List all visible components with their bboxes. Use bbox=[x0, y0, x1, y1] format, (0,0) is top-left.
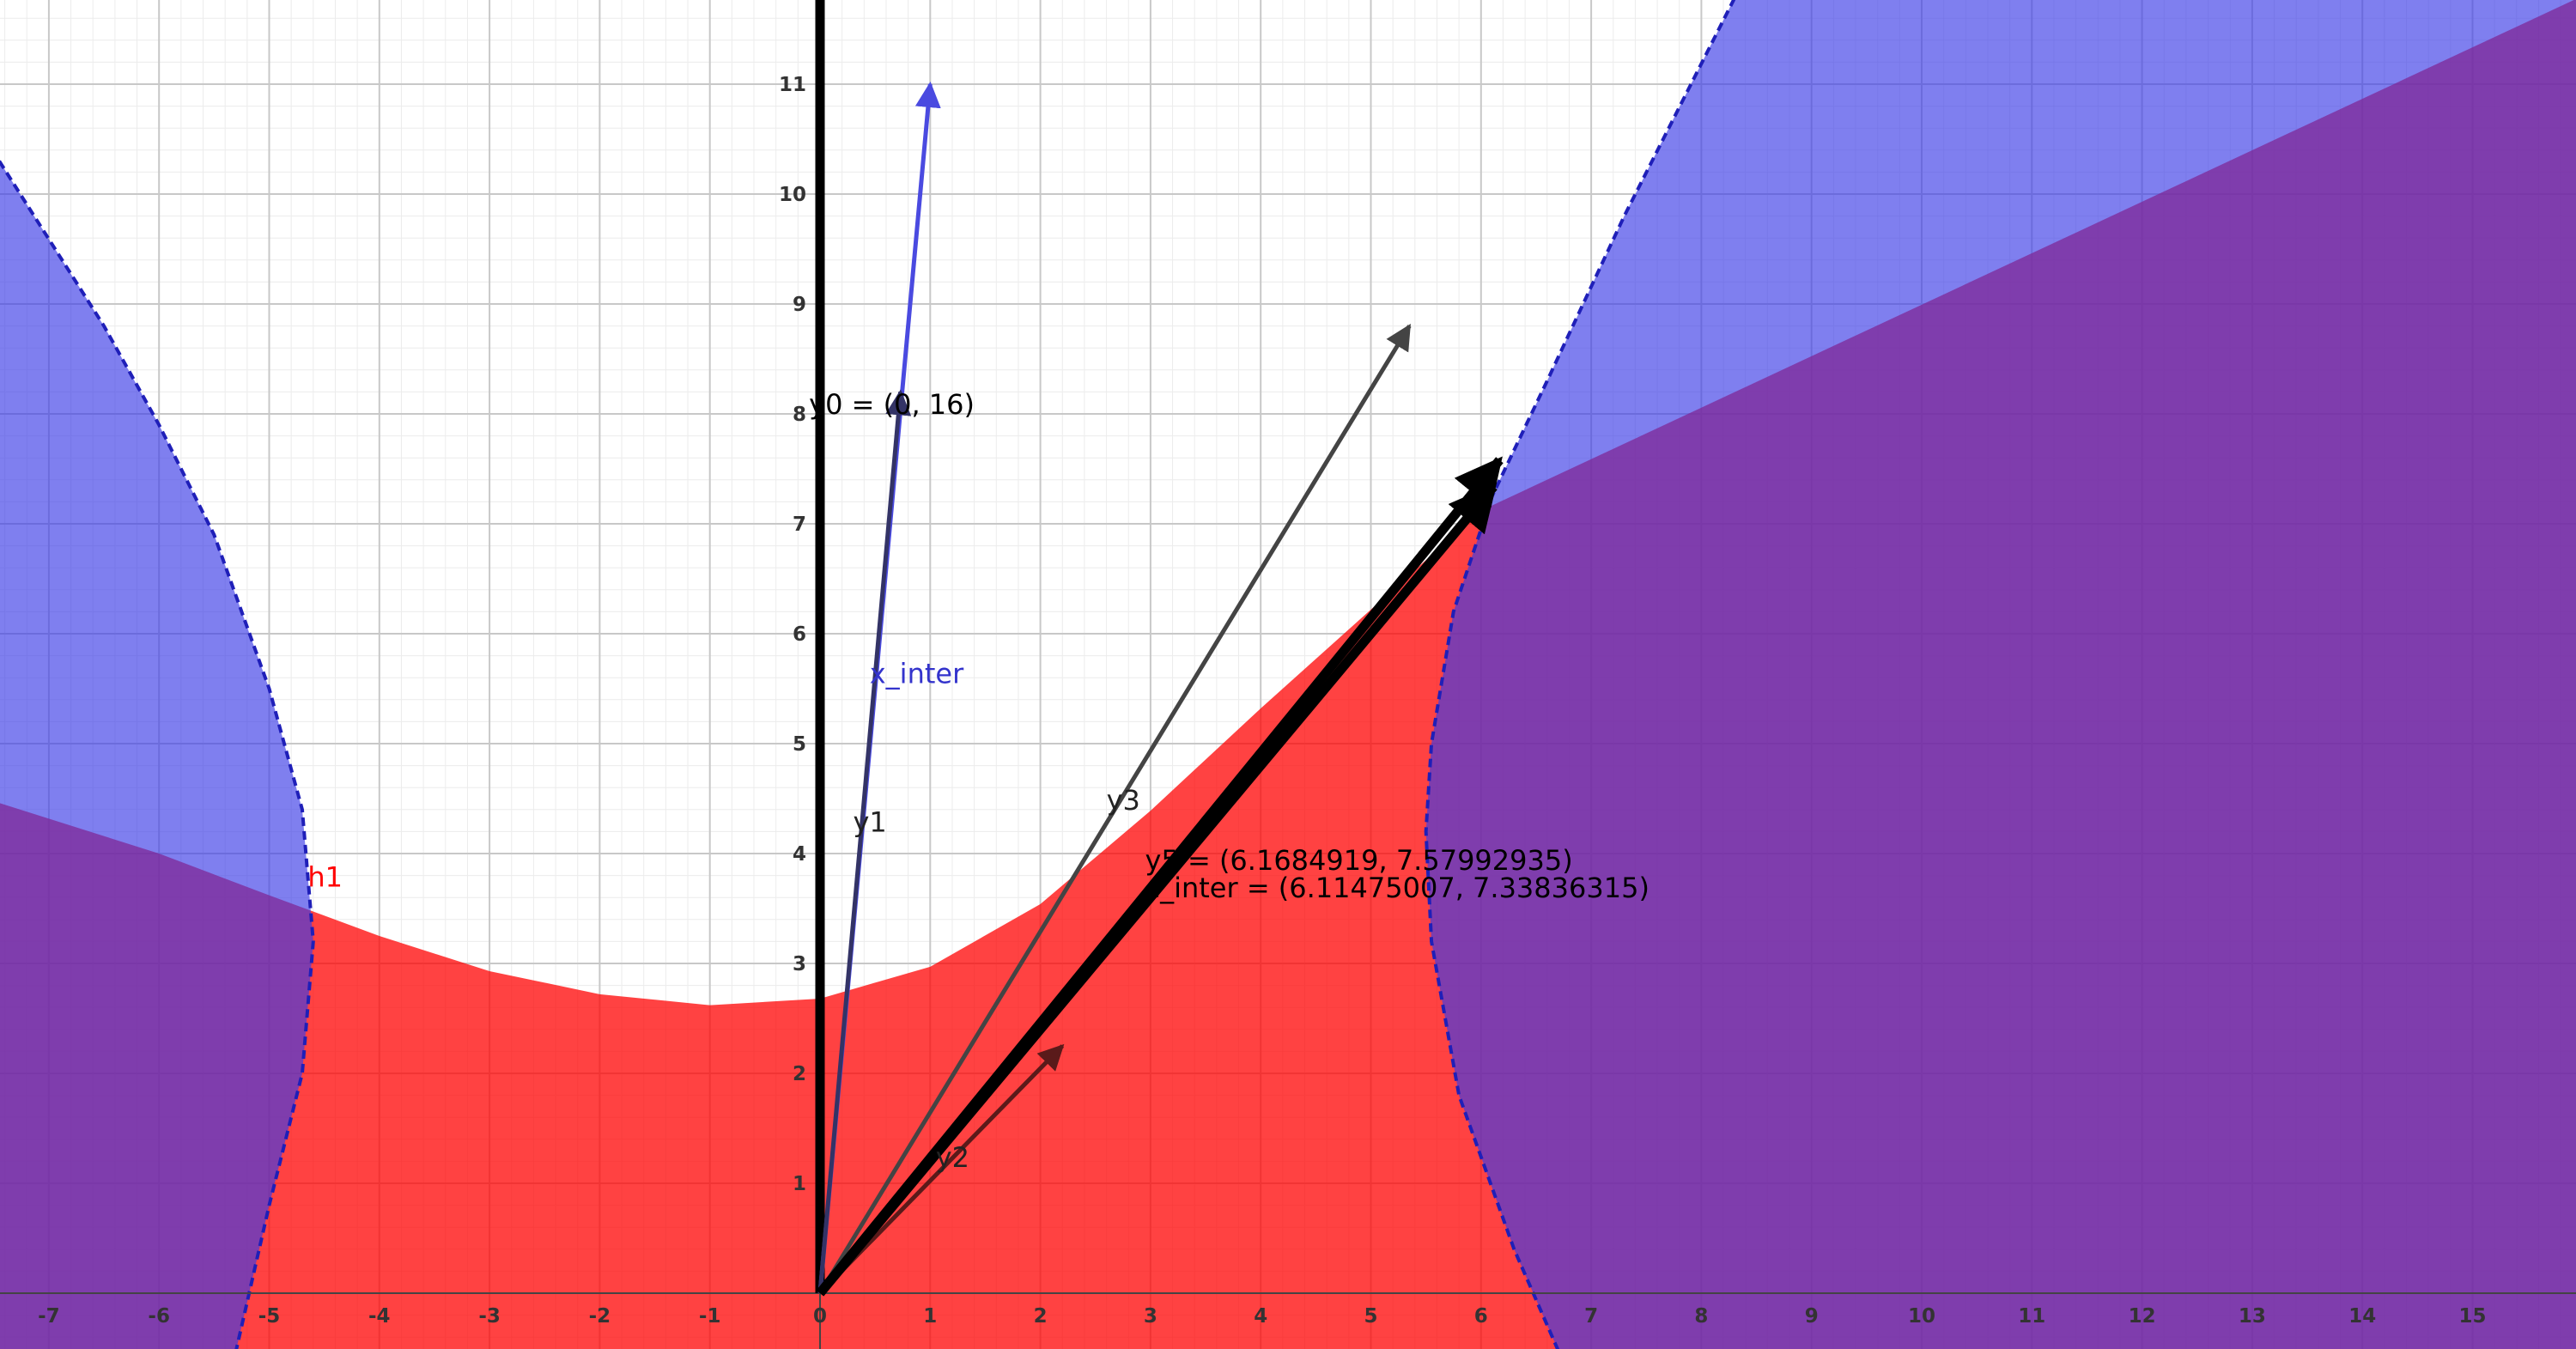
x-tick-label: 12 bbox=[2129, 1305, 2156, 1328]
x-tick-label: 5 bbox=[1364, 1305, 1377, 1328]
y-tick-label: 11 bbox=[779, 74, 806, 96]
x-tick-label: 1 bbox=[923, 1305, 937, 1328]
vector-label: y0 = (0, 16) bbox=[809, 388, 975, 421]
vector bbox=[817, 324, 1412, 1295]
vector-label: h1 bbox=[307, 860, 343, 893]
vector-label: c_inter = (6.11475007, 7.33836315) bbox=[1145, 872, 1649, 904]
x-tick-label: -7 bbox=[38, 1305, 60, 1328]
left-dashed-boundary bbox=[0, 160, 315, 1349]
vectors bbox=[815, 0, 1504, 1297]
right-dashed-boundary bbox=[1424, 0, 1736, 1349]
x-tick-label: 6 bbox=[1474, 1305, 1488, 1328]
y-tick-label: 8 bbox=[793, 404, 806, 426]
y-tick-label: 2 bbox=[793, 1063, 806, 1085]
x-tick-label: 3 bbox=[1144, 1305, 1157, 1328]
x-tick-label: 10 bbox=[1908, 1305, 1935, 1328]
y-tick-label: 7 bbox=[793, 513, 806, 536]
vector-label: y3 bbox=[1107, 784, 1140, 817]
x-tick-label: -4 bbox=[368, 1305, 391, 1328]
y-tick-label: 4 bbox=[793, 843, 806, 866]
x-tick-label: 14 bbox=[2348, 1305, 2376, 1328]
x-tick-label: 11 bbox=[2018, 1305, 2045, 1328]
vector-labels: y0 = (0, 16) x_inter y1 y3 y2 h1 y5 = (6.16849… bbox=[307, 388, 1649, 1174]
vector bbox=[816, 483, 1498, 1297]
x-tick-label: 8 bbox=[1694, 1305, 1708, 1328]
vector-label: y1 bbox=[853, 805, 886, 838]
x-tick-label: 4 bbox=[1254, 1305, 1267, 1328]
x-tick-label: -6 bbox=[148, 1305, 170, 1328]
x-tick-label: -2 bbox=[589, 1305, 611, 1328]
vector bbox=[817, 389, 912, 1294]
vector-label: x_inter bbox=[870, 658, 964, 690]
region-left-branch bbox=[0, 161, 313, 1349]
y-tick-label: 3 bbox=[793, 953, 806, 975]
y-tick-label: 9 bbox=[793, 294, 806, 316]
y-tick-label: 1 bbox=[793, 1173, 806, 1195]
x-tick-label: -1 bbox=[699, 1305, 721, 1328]
x-tick-label: 15 bbox=[2458, 1305, 2486, 1328]
vector-label: y2 bbox=[936, 1141, 969, 1174]
x-tick-label: 2 bbox=[1034, 1305, 1048, 1328]
x-tick-label: 7 bbox=[1584, 1305, 1598, 1328]
vector-label: y5 = (6.1684919, 7.57992935) bbox=[1145, 844, 1572, 877]
y-tick-label: 10 bbox=[779, 184, 806, 206]
y-tick-label: 5 bbox=[793, 733, 806, 756]
x-tick-label: -3 bbox=[478, 1305, 501, 1328]
x-tick-label: -5 bbox=[258, 1305, 281, 1328]
x-tick-label: 13 bbox=[2239, 1305, 2266, 1328]
y-tick-label: 6 bbox=[793, 623, 806, 646]
region-right-branch bbox=[1425, 0, 2576, 1349]
x-tick-label: 9 bbox=[1805, 1305, 1819, 1328]
x-tick-label: 0 bbox=[813, 1305, 827, 1328]
